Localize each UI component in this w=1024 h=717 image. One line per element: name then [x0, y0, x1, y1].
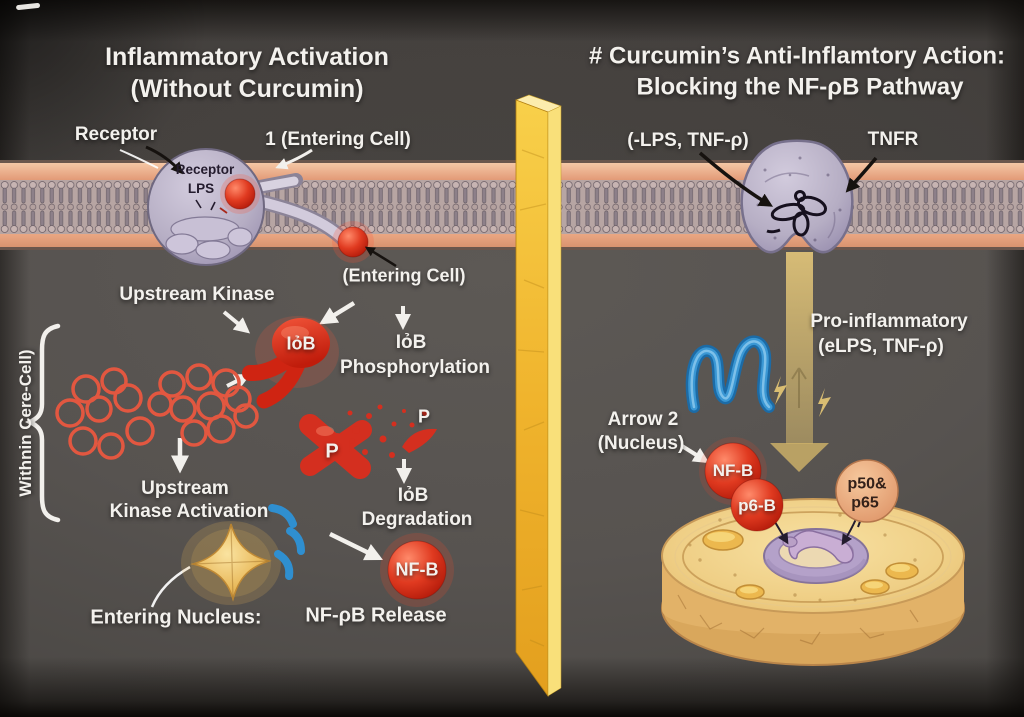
signal-waves: [268, 504, 305, 580]
nfkb-release-label: NF-ρB Release: [305, 604, 447, 627]
ikb-fragments: [347, 404, 437, 458]
phospho-tag-right: P: [417, 406, 431, 427]
upstream-kinase-label: Upstream Kinase: [119, 284, 275, 306]
lps-receptor-complex: [147, 148, 374, 266]
phosphorylation-label1: IỏB: [395, 332, 427, 354]
right-title-line1: # Curcumin’s Anti-Inflamtory Action:: [588, 42, 1006, 70]
kinase-activation-label1: Upstream: [141, 478, 229, 500]
receptor-pointer-arrow: [145, 145, 184, 175]
signal-band: [770, 252, 831, 472]
blocked-nfkb-complex: [699, 437, 784, 532]
entering-nucleus-leader: [150, 565, 191, 608]
p50-label2: p65: [851, 494, 879, 512]
tnfr-receptor: [740, 139, 854, 254]
p50-label1: p50&: [847, 475, 887, 493]
kinase-rings: [55, 363, 259, 460]
arrow2-label2: (Nucleus): [597, 433, 685, 455]
arrow2-pointer: [680, 444, 710, 464]
nfkb-ball-right-label: NF-B: [712, 461, 754, 481]
entering-nucleus-label: Entering Nucleus:: [90, 606, 262, 629]
phosphorylation-label2: Phosphorylation: [340, 357, 490, 379]
receptor-inner-label1: Receptor: [175, 161, 235, 177]
p50-p65-ball: [835, 459, 899, 523]
nucleus-gold-blobs: [702, 529, 919, 600]
within-cell-bracket-label: Withnin Cere-Cell): [16, 349, 36, 497]
receptor-inner-label2: LPS: [187, 180, 215, 196]
degradation-label1: IỏB: [397, 485, 429, 507]
nucleus-disc: [661, 498, 965, 666]
corner-mark: [16, 3, 41, 10]
entering-nucleus-star: [181, 521, 281, 605]
entering-cell-mid-label: (Entering Cell): [342, 265, 466, 286]
ikb-protein-blob: [242, 316, 339, 409]
nucleolus-squiggle: [788, 530, 854, 564]
lps-tnf-label: (-LPS, TNF-ρ): [627, 130, 749, 152]
left-title-line1: Inflammatory Activation: [105, 42, 389, 71]
phospho-tag-left: P: [325, 440, 339, 463]
ikb-blob-label: IỏB: [286, 333, 316, 354]
entering-cell-top-label: 1 (Entering Cell): [265, 129, 411, 151]
kinase-activation-label2: Kinase Activation: [109, 501, 269, 523]
nfkb-ball-left-label: NF-B: [395, 559, 439, 580]
entering-signal-ball: [337, 226, 369, 258]
receptor-label: Receptor: [74, 124, 158, 146]
left-arrows: [119, 145, 412, 608]
p6b-ball: [730, 478, 784, 532]
within-cell-bracket: [24, 323, 61, 523]
curcumin-molecule-glyph: [766, 190, 828, 237]
ikb-crescent-fragment: [402, 428, 437, 453]
p6b-ball-label: p6-B: [738, 496, 776, 516]
nfkb-ball-left: [380, 533, 454, 607]
right-arrows: [698, 151, 878, 207]
phospho-ikb-blob: [299, 414, 372, 479]
pro-inflammatory-label2: (eLPS, TNF-ρ): [818, 336, 944, 358]
nucleolus-ring: [763, 528, 869, 584]
left-title-line2: (Without Curcumin): [130, 74, 364, 103]
curcumin-ribbon: [685, 335, 775, 413]
tnfr-label: TNFR: [867, 129, 919, 151]
pro-inflammatory-label1: Pro-inflammatory: [810, 311, 968, 333]
degradation-label2: Degradation: [361, 509, 473, 531]
right-title-line2: Blocking the NF-ρB Pathway: [636, 73, 964, 101]
divider-wall: [515, 94, 562, 698]
arrow2-label1: Arrow 2: [607, 409, 679, 431]
entering-cell-arrow: [275, 148, 313, 170]
ligand-ball: [224, 178, 256, 210]
